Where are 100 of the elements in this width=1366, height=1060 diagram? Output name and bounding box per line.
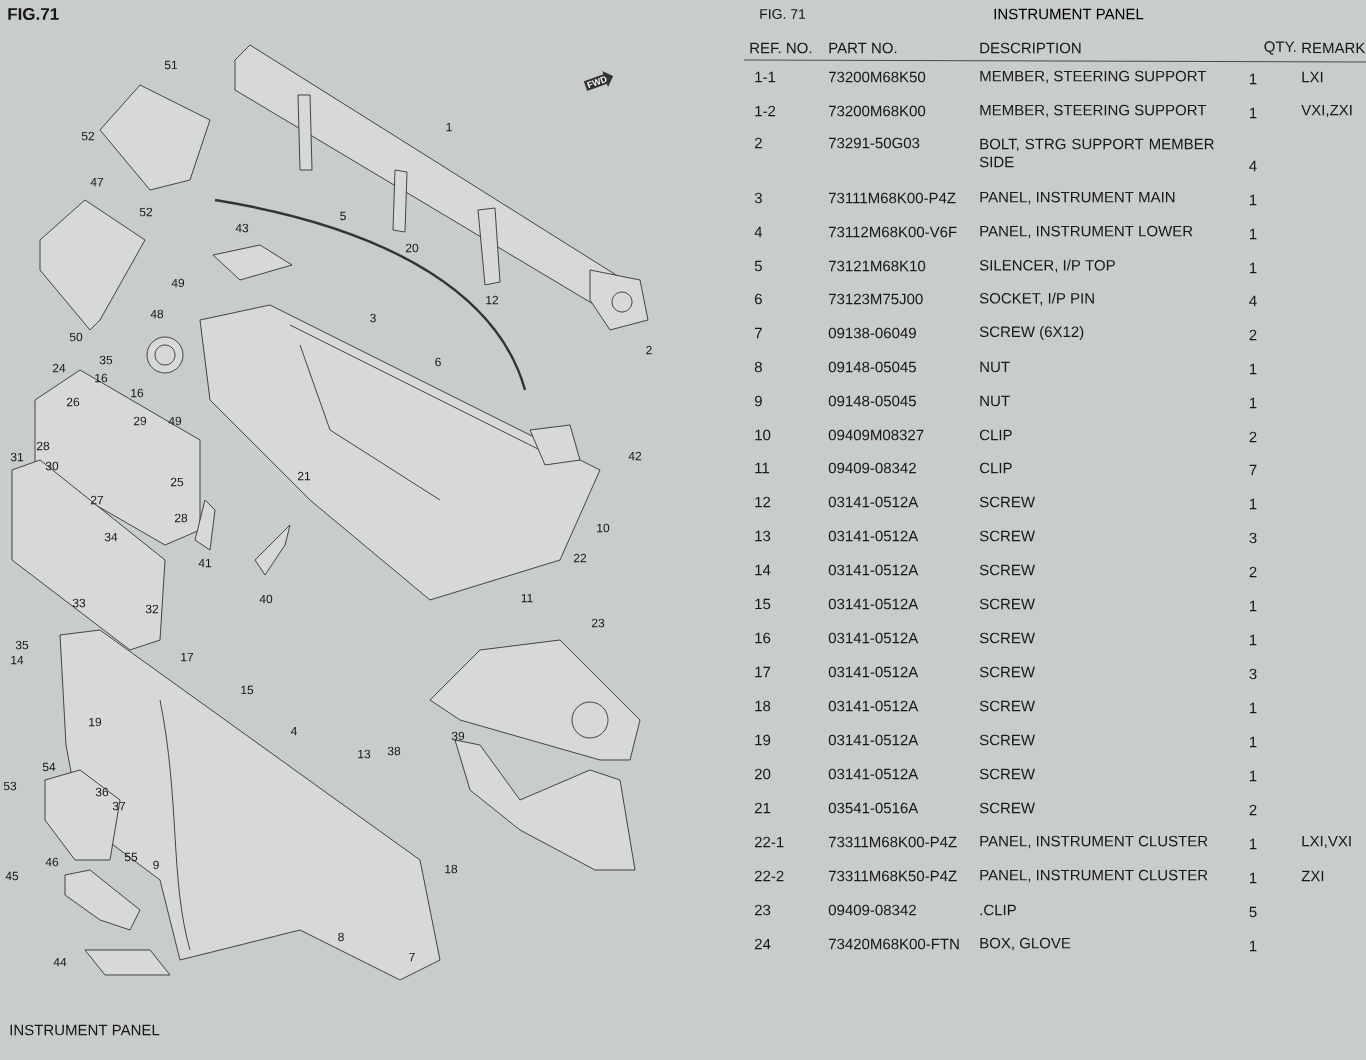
table-cell: MEMBER, STEERING SUPPORT — [980, 70, 1207, 84]
table-cell: 2 — [754, 137, 762, 149]
table-cell: NUT — [980, 361, 1010, 373]
table-cell: 1-1 — [755, 71, 776, 83]
table-cell: 1 — [1250, 600, 1257, 612]
table-cell: 19 — [755, 734, 771, 746]
callout-number: 38 — [387, 746, 401, 756]
callout-number: 51 — [164, 60, 178, 70]
table-cell: SCREW — [979, 666, 1035, 678]
callout-number: 39 — [451, 731, 465, 741]
table-cell: 73123M75J00 — [828, 293, 923, 305]
table-cell: SCREW — [979, 734, 1035, 746]
column-header: QTY. — [1264, 41, 1296, 55]
table-cell: 03541-0516A — [828, 802, 919, 814]
table-cell: 2 — [1249, 329, 1257, 341]
table-cell: 1 — [1250, 872, 1257, 884]
callout-number: 40 — [259, 594, 273, 604]
table-cell: 03141-0512A — [828, 530, 919, 542]
table-cell: 9 — [754, 395, 762, 407]
table-cell: SCREW — [979, 632, 1035, 644]
table-cell: 03141-0512A — [828, 496, 919, 508]
table-cell: 23 — [754, 904, 771, 916]
table-cell: 03141-0512A — [828, 666, 919, 678]
column-header: REF. NO. — [750, 42, 812, 54]
callout-number: 55 — [124, 852, 138, 862]
table-cell: 1 — [1250, 838, 1257, 850]
table-cell: 5 — [754, 260, 762, 272]
callout-number: 30 — [45, 461, 59, 471]
table-cell: 73121M68K10 — [828, 260, 926, 272]
table-cell: 73111M68K00-P4Z — [828, 192, 956, 204]
table-cell: 10 — [755, 429, 771, 441]
table-cell: 5 — [1249, 906, 1257, 918]
column-header: REMARK — [1302, 42, 1366, 54]
callout-number: 2 — [646, 345, 652, 355]
table-cell: 03141-0512A — [828, 700, 919, 712]
table-cell: 73291-50G03 — [828, 137, 920, 149]
callout-number: 15 — [241, 685, 254, 695]
table-cell: 73311M68K00-P4Z — [828, 836, 957, 848]
callout-number: 49 — [171, 278, 185, 288]
table-cell: 2 — [1249, 431, 1257, 443]
table-cell: 1 — [1250, 73, 1257, 85]
callout-number: 1 — [446, 122, 452, 132]
table-cell: SCREW (6X12) — [979, 326, 1084, 340]
table-cell: 03141-0512A — [828, 564, 919, 576]
table-cell: 73112M68K00-V6F — [828, 226, 957, 238]
callout-number: 42 — [628, 451, 642, 461]
table-cell: .CLIP — [980, 904, 1016, 916]
table-cell: 18 — [755, 700, 771, 712]
table-cell: 1 — [1250, 228, 1257, 240]
table-cell: 1 — [1250, 770, 1257, 782]
table-cell: CLIP — [979, 462, 1012, 474]
table-cell: 4 — [754, 226, 763, 238]
title: INSTRUMENT PANEL — [994, 8, 1144, 20]
table-cell: 21 — [754, 802, 771, 814]
callout-number: 33 — [72, 598, 86, 608]
table-cell: 1 — [1250, 702, 1257, 714]
table-cell: 73200M68K50 — [828, 71, 926, 83]
callout-number: 53 — [3, 781, 17, 791]
callout-number: 14 — [11, 655, 24, 665]
callout-number: 20 — [405, 243, 419, 253]
callout-number: 10 — [597, 523, 610, 533]
table-cell: 2 — [1249, 566, 1257, 578]
callout-number: 32 — [145, 604, 159, 614]
table-cell: LXI,VXI — [1302, 835, 1351, 849]
callout-number: 45 — [5, 871, 19, 881]
table-cell: 3 — [754, 192, 762, 204]
table-cell: 3 — [1249, 668, 1257, 680]
table-cell: 1 — [1250, 397, 1257, 409]
table-cell: SCREW — [979, 802, 1035, 814]
table-cell: 20 — [754, 768, 771, 780]
table-cell: 03141-0512A — [828, 734, 919, 746]
table-cell: 73311M68K50-P4Z — [828, 870, 957, 882]
callout-number: 3 — [370, 313, 376, 323]
callout-number: 4 — [290, 726, 297, 736]
callout-number: 28 — [174, 513, 188, 523]
callout-number: 11 — [521, 593, 533, 603]
figure-number: FIG. 71 — [760, 9, 806, 19]
table-cell: SCREW — [979, 496, 1035, 508]
callout-number: 8 — [338, 932, 344, 942]
table-cell: 8 — [754, 361, 762, 373]
table-cell: 17 — [755, 666, 771, 678]
table-cell: PANEL, INSTRUMENT CLUSTER — [980, 835, 1208, 849]
table-cell: 03141-0512A — [828, 632, 919, 644]
callout-number: 23 — [591, 618, 605, 628]
callout-number: 31 — [10, 452, 24, 462]
callout-number: 52 — [81, 131, 95, 141]
callout-number: 49 — [168, 416, 182, 426]
callout-number: 37 — [112, 801, 126, 811]
callout-number: 13 — [358, 749, 371, 759]
callout-number: 19 — [89, 717, 102, 727]
table-cell: 1 — [1250, 736, 1257, 748]
column-header: DESCRIPTION — [980, 42, 1081, 54]
table-cell: PANEL, INSTRUMENT MAIN — [980, 191, 1175, 205]
table-cell: 1 — [1250, 363, 1257, 375]
callout-number: 7 — [409, 952, 415, 962]
table-cell: SCREW — [979, 768, 1035, 780]
table-cell: 1 — [1250, 498, 1257, 510]
table-cell: SCREW — [979, 598, 1035, 610]
callout-number: 41 — [198, 558, 212, 568]
table-cell: 7 — [1249, 464, 1257, 476]
